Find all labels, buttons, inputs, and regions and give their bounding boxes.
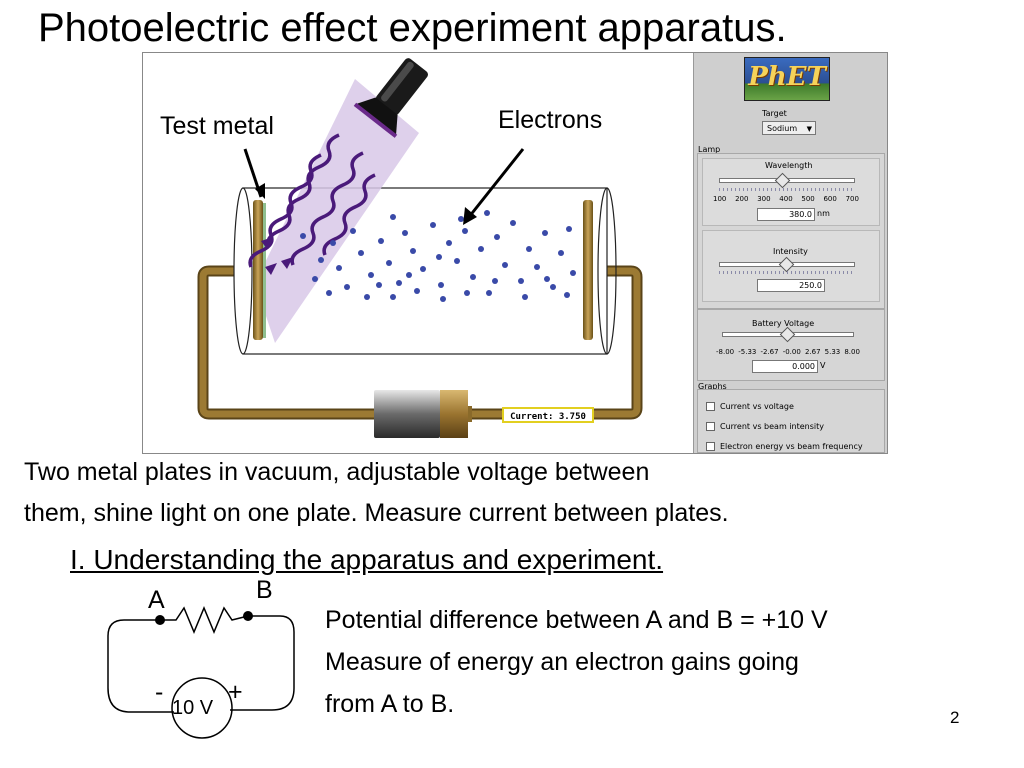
graph-option-energy-vs-frequency[interactable]: Electron energy vs beam frequency — [706, 442, 863, 451]
test-metal-callout: Test metal — [160, 112, 274, 140]
intensity-label: Intensity — [773, 247, 808, 256]
battery — [374, 390, 440, 438]
plus-sign: + — [228, 678, 243, 706]
wavelength-unit: nm — [817, 209, 830, 218]
point-a-label: A — [148, 586, 165, 614]
explanation-line-2: Measure of energy an electron gains goin… — [325, 648, 799, 676]
phet-logo: PhET — [744, 57, 830, 101]
page-number: 2 — [950, 708, 960, 727]
minus-sign: - — [155, 678, 164, 706]
section-heading: I. Understanding the apparatus and exper… — [70, 544, 664, 575]
light-beam — [255, 79, 419, 343]
battery-circle — [171, 677, 233, 739]
intensity-input[interactable]: 250.0 — [757, 279, 825, 292]
electrons-arrow — [467, 148, 525, 218]
electrons-callout: Electrons — [498, 106, 603, 134]
battery-voltage-input[interactable]: 0.000 — [752, 360, 818, 373]
apparatus-diagram — [197, 58, 643, 438]
battery-voltage-label: Battery Voltage — [752, 319, 815, 328]
lamp — [353, 58, 428, 138]
description-line-1: Two metal plates in vacuum, adjustable v… — [24, 458, 650, 486]
graphs-label: Graphs — [698, 382, 727, 391]
battery-value: 10 V — [172, 697, 214, 719]
battery-voltage-unit: V — [820, 361, 826, 370]
apparatus-canvas: Current: 3.750 — [143, 53, 693, 453]
phet-simulation: Current: 3.750 PhET Target Sodium▼ Lamp … — [142, 52, 888, 454]
electrons — [300, 210, 576, 302]
current-readout: Current: 3.750 — [502, 407, 594, 423]
explanation-line-3: from A to B. — [325, 690, 455, 718]
point-b-label: B — [256, 576, 273, 604]
collector-plate — [583, 200, 593, 340]
target-dropdown[interactable]: Sodium▼ — [762, 121, 816, 135]
description-line-2: them, shine light on one plate. Measure … — [24, 499, 729, 527]
battery-voltage-slider-thumb[interactable] — [779, 326, 796, 343]
lamp-label: Lamp — [698, 145, 721, 154]
target-label: Target — [762, 109, 787, 118]
resistor-icon — [160, 606, 249, 634]
graph-option-current-vs-voltage[interactable]: Current vs voltage — [706, 402, 794, 411]
wavelength-input[interactable]: 380.0 — [757, 208, 815, 221]
intensity-control: Intensity 250.0 — [702, 230, 880, 302]
circuit-diagram — [107, 606, 295, 739]
graphs-group: Current vs voltage Current vs beam inten… — [697, 389, 885, 453]
slide-title: Photoelectric effect experiment apparatu… — [38, 6, 787, 50]
wavelength-label: Wavelength — [765, 161, 813, 170]
explanation-line-1: Potential difference between A and B = +… — [325, 606, 828, 634]
checkbox[interactable] — [706, 402, 715, 411]
chevron-down-icon: ▼ — [806, 125, 812, 133]
wavelength-slider-thumb[interactable] — [774, 172, 790, 189]
test-metal-plate — [253, 200, 263, 340]
graph-option-current-vs-intensity[interactable]: Current vs beam intensity — [706, 422, 824, 431]
checkbox[interactable] — [706, 442, 715, 451]
intensity-slider-thumb[interactable] — [778, 256, 795, 273]
checkbox[interactable] — [706, 422, 715, 431]
